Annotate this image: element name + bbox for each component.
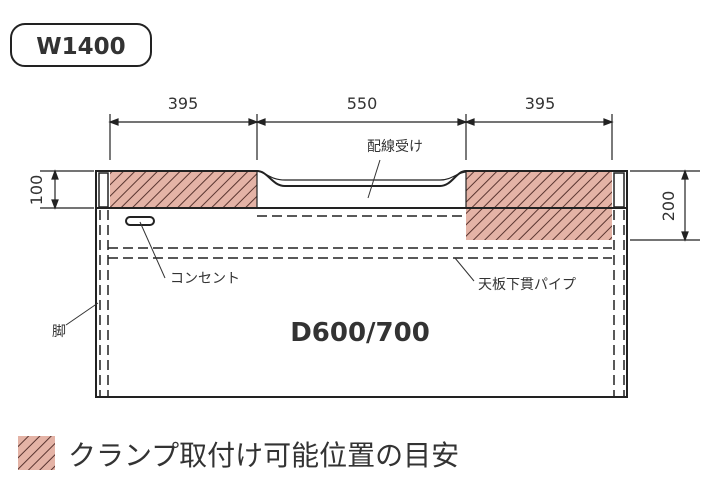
dim-center-zone: 550	[347, 94, 378, 113]
dim-right-depth: 200	[659, 191, 678, 222]
front-depth-dimension	[40, 169, 94, 210]
legend-hatch-swatch	[18, 436, 55, 470]
dim-front-depth: 100	[27, 175, 46, 206]
clamp-zone-left	[110, 172, 257, 208]
legend-text: クランプ取付け可能位置の目安	[68, 439, 459, 472]
leader-lines	[65, 159, 475, 326]
right-depth-dimension	[630, 169, 700, 242]
desk-outline	[95, 170, 628, 398]
dim-left-zone: 395	[168, 94, 199, 113]
label-depth: D600/700	[290, 318, 430, 348]
width-badge-text: W1400	[36, 34, 125, 60]
label-leg: 脚	[52, 324, 66, 340]
label-cable-tray: 配線受け	[367, 139, 423, 155]
label-pipe: 天板下貫パイプ	[478, 277, 576, 293]
width-badge: W1400	[10, 23, 152, 67]
outlet-shape	[125, 216, 155, 226]
clamp-zone-right	[466, 172, 612, 240]
top-dimensions	[108, 114, 614, 160]
label-outlet: コンセント	[170, 271, 240, 287]
dim-right-zone: 395	[525, 94, 556, 113]
